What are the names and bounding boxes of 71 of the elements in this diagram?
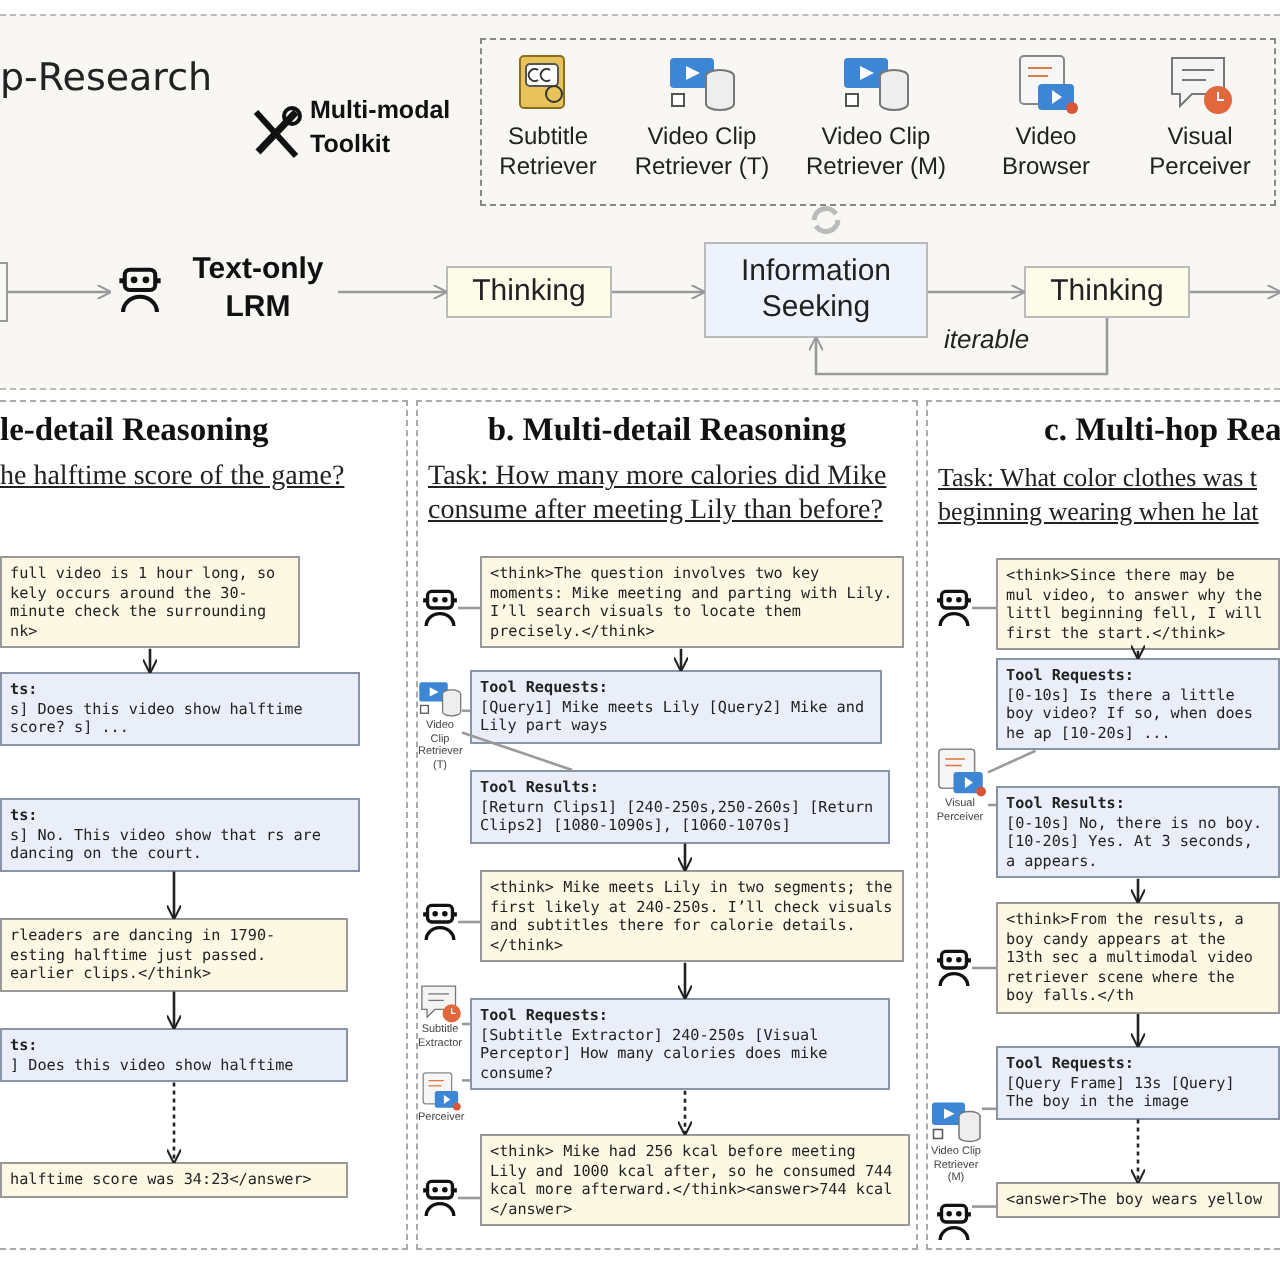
box — [0, 262, 8, 322]
arrow — [141, 648, 159, 675]
arrow — [807, 318, 1109, 376]
arrow — [612, 283, 707, 301]
leader-line — [458, 920, 480, 924]
panel-frame — [926, 400, 1280, 1250]
arrow — [928, 283, 1027, 301]
tool-label: Video Clip Retriever (M) — [803, 122, 948, 182]
task-text: Task: What color clothes was t beginning wearing when he lat — [938, 460, 1261, 528]
tool-call-box — [0, 672, 360, 746]
tool-call-box — [996, 658, 1280, 751]
tool-call-box — [470, 670, 882, 744]
tool-call-box — [996, 1046, 1280, 1120]
panel-title: b. Multi-detail Reasoning — [485, 410, 849, 450]
arrow — [1129, 878, 1147, 905]
leader-line — [458, 606, 480, 610]
leader-line — [972, 606, 996, 610]
think-box — [0, 1162, 348, 1198]
arrow — [165, 871, 183, 921]
stage-box — [1024, 266, 1190, 318]
model-label: Text-only LRM — [190, 250, 326, 326]
stage-box — [446, 266, 612, 318]
overview-panel — [0, 14, 1280, 390]
leader-line — [462, 1079, 470, 1082]
tool-call-box — [0, 798, 360, 872]
think-box — [0, 556, 300, 649]
leader-line — [462, 1022, 470, 1026]
task-text: Task: How many more calories did Mike consume after meeting Lily than before? — [428, 460, 889, 528]
arrow — [676, 843, 694, 873]
think-box — [996, 1182, 1280, 1218]
toolkit-heading: Multi-modal Toolkit — [310, 94, 453, 162]
arrow — [165, 991, 183, 1031]
think-box — [480, 1134, 910, 1227]
stage-label: Information Seeking — [738, 254, 894, 326]
arrow — [1129, 644, 1147, 661]
tool-label: Visual Perceiver — [1147, 122, 1253, 182]
panel-frame — [416, 400, 918, 1250]
arrow — [1129, 1013, 1147, 1049]
leader-line — [972, 1205, 996, 1208]
panel-title: c. Multi-hop Rea — [1044, 410, 1280, 450]
think-box — [996, 902, 1280, 1014]
stage-label: Thinking — [472, 274, 586, 310]
edge-label: iterable — [940, 324, 1034, 354]
stage-box — [704, 242, 928, 338]
leader-line — [988, 803, 996, 807]
tool-label: Video Clip Retriever (T) — [632, 122, 772, 182]
arrow — [338, 283, 449, 301]
leader-line — [462, 709, 470, 713]
tool-call-box — [470, 998, 890, 1091]
task-text: he halftime score of the game? — [0, 460, 347, 494]
arrow — [8, 283, 113, 301]
arrow — [672, 648, 690, 673]
think-box — [0, 918, 348, 992]
diagram-heading: p-Research — [0, 56, 213, 100]
tool-call-box — [470, 770, 890, 844]
arrow — [676, 962, 694, 1001]
panel-frame — [0, 400, 408, 1250]
leader-line — [458, 1196, 480, 1200]
panel-title: le-detail Reasoning — [0, 410, 269, 450]
arrow — [165, 1082, 183, 1165]
leader-line — [972, 966, 996, 970]
think-box — [996, 558, 1280, 651]
tool-label: Subtitle Retriever — [497, 122, 599, 182]
arrow — [1190, 283, 1280, 301]
stage-label: Thinking — [1050, 274, 1164, 310]
leader-line — [982, 1107, 996, 1111]
tool-call-box — [996, 786, 1280, 879]
arrow — [676, 1090, 694, 1137]
tool-call-box — [0, 1028, 348, 1083]
tool-label: Video Browser — [999, 122, 1092, 182]
arrow — [1129, 1119, 1147, 1185]
